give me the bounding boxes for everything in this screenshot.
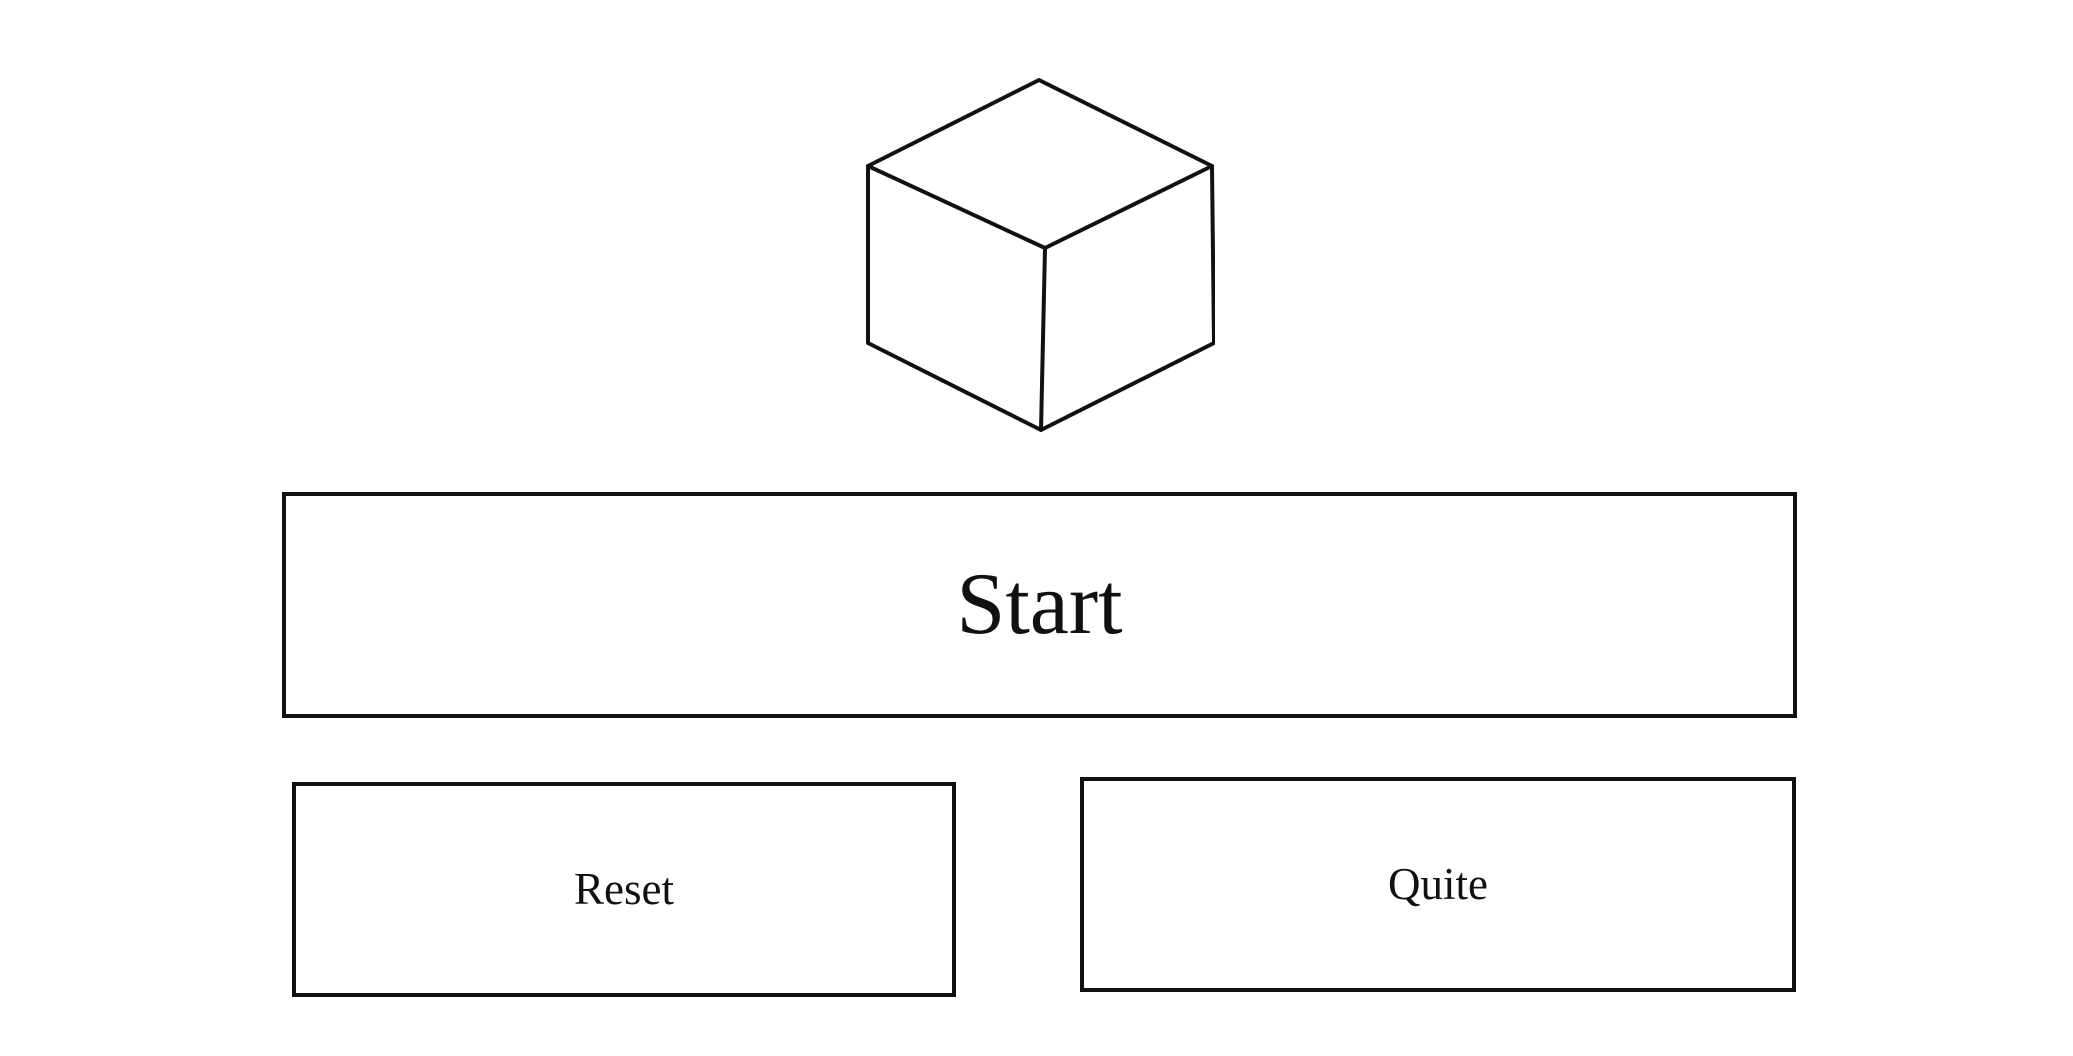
quit-button-label: Quite — [1388, 859, 1488, 909]
cube-icon — [855, 70, 1215, 450]
cube-right-face — [1039, 164, 1215, 432]
cube-top-face — [866, 78, 1214, 250]
reset-button-label: Reset — [574, 864, 674, 914]
quit-button[interactable]: Quite — [1080, 777, 1796, 992]
start-button-label: Start — [956, 556, 1123, 653]
start-button[interactable]: Start — [282, 492, 1797, 718]
cube-icon-svg — [866, 78, 1215, 432]
reset-button[interactable]: Reset — [292, 782, 956, 997]
cube-left-face — [866, 164, 1047, 432]
